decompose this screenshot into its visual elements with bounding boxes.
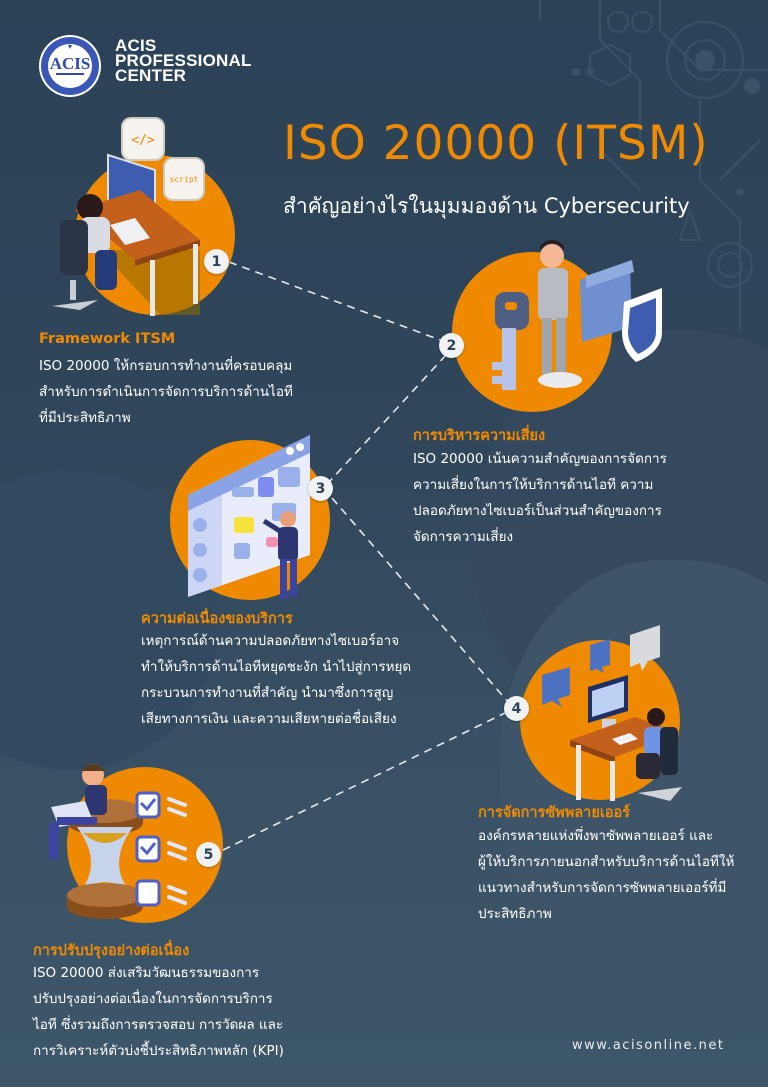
step-4-line: องค์กรหลายแห่งพึ่งพาซัพพลายเออร์ และ xyxy=(478,828,714,844)
businessman-key-shield-illustration xyxy=(440,232,680,422)
svg-text:script: script xyxy=(170,175,199,184)
step-1-line: ที่มีประสิทธิภาพ xyxy=(39,410,131,426)
step-1-heading: Framework ITSM xyxy=(39,331,176,347)
step-badge-4: 4 xyxy=(504,696,529,721)
step-5-line: การวิเคราะห์ตัวบ่งชี้ประสิทธิภาพหลัก (KP… xyxy=(33,1043,284,1059)
step-2-line: ปลอดภัยทางไซเบอร์เป็นส่วนสำคัญของการ xyxy=(413,503,662,519)
developer-at-desk-illustration: </> script xyxy=(40,110,240,320)
step-4-heading: การจัดการซัพพลายเออร์ xyxy=(478,805,630,821)
step-badge-1: 1 xyxy=(204,249,229,274)
step-5-heading: การปรับปรุงอย่างต่อเนื่อง xyxy=(33,943,190,959)
step-4-line: ผู้ให้บริการภายนอกสำหรับบริการด้านไอทีให… xyxy=(478,854,735,870)
step-badge-5: 5 xyxy=(196,842,221,867)
brand-name: ACIS PROFESSIONAL CENTER xyxy=(115,36,252,85)
step-1-line: สำหรับการดำเนินการจัดการบริการด้านไอที xyxy=(39,384,293,400)
step-3-line: ทำให้บริการด้านไอทีหยุดชะงัก นำไปสู่การห… xyxy=(141,659,412,675)
step-2-description: ISO 20000 เน้นความสำคัญของการจัดการ ความ… xyxy=(413,446,667,550)
acis-logo: ACIS xyxy=(36,33,106,99)
page-subtitle: สำคัญอย่างไรในมุมมองด้าน Cybersecurity xyxy=(283,194,690,218)
step-2-line: จัดการความเสี่ยง xyxy=(413,529,514,545)
step-3-line: เหตุการณ์ด้านความปลอดภัยทางไซเบอร์อาจ xyxy=(141,633,400,649)
website-url[interactable]: www.acisonline.net xyxy=(572,1038,725,1053)
step-5-line: ไอที ซึ่งรวมถึงการตรวจสอบ การวัดผล และ xyxy=(33,1017,284,1033)
step-3-heading: ความต่อเนื่องของบริการ xyxy=(141,611,293,627)
brand-line-3: CENTER xyxy=(115,66,187,85)
support-agent-chat-illustration xyxy=(510,615,710,805)
svg-text:</>: </> xyxy=(131,133,155,148)
step-5-description: ISO 20000 ส่งเสริมวัฒนธรรมของการ ปรับปรุ… xyxy=(33,960,284,1064)
step-2-line: ISO 20000 เน้นความสำคัญของการจัดการ xyxy=(413,451,667,467)
page-title: ISO 20000 (ITSM) xyxy=(283,116,709,171)
workflow-board-illustration xyxy=(160,425,360,610)
step-4-line: ประสิทธิภาพ xyxy=(478,906,552,922)
step-5-line: ปรับปรุงอย่างต่อเนื่องในการจัดการบริการ xyxy=(33,991,273,1007)
brand-line-2: PROFESSIONAL xyxy=(115,51,252,70)
step-2-heading: การบริหารความเสี่ยง xyxy=(413,428,546,444)
step-3-line: กระบวนการทำงานที่สำคัญ นำมาซึ่งการสูญ xyxy=(141,685,394,701)
step-2-line: ความเสี่ยงในการให้บริการด้านไอที ความ xyxy=(413,477,654,493)
step-5-line: ISO 20000 ส่งเสริมวัฒนธรรมของการ xyxy=(33,965,260,981)
step-4-description: องค์กรหลายแห่งพึ่งพาซัพพลายเออร์ และ ผู้… xyxy=(478,823,734,927)
brand-line-1: ACIS xyxy=(115,36,157,55)
step-3-line: เสียทางการเงิน และความเสียหายต่อชื่อเสีย… xyxy=(141,711,397,727)
svg-text:ACIS: ACIS xyxy=(50,54,91,73)
step-4-line: แนวทางสำหรับการจัดการซัพพลายเออร์ที่มี xyxy=(478,880,727,896)
hourglass-checklist-illustration xyxy=(25,755,225,935)
step-1-description: ISO 20000 ให้กรอบการทำงานที่ครอบคลุม สำห… xyxy=(39,353,293,431)
step-badge-2: 2 xyxy=(439,333,464,358)
step-3-description: เหตุการณ์ด้านความปลอดภัยทางไซเบอร์อาจ ทำ… xyxy=(141,628,411,732)
step-badge-3: 3 xyxy=(308,476,333,501)
step-1-line: ISO 20000 ให้กรอบการทำงานที่ครอบคลุม xyxy=(39,358,293,374)
